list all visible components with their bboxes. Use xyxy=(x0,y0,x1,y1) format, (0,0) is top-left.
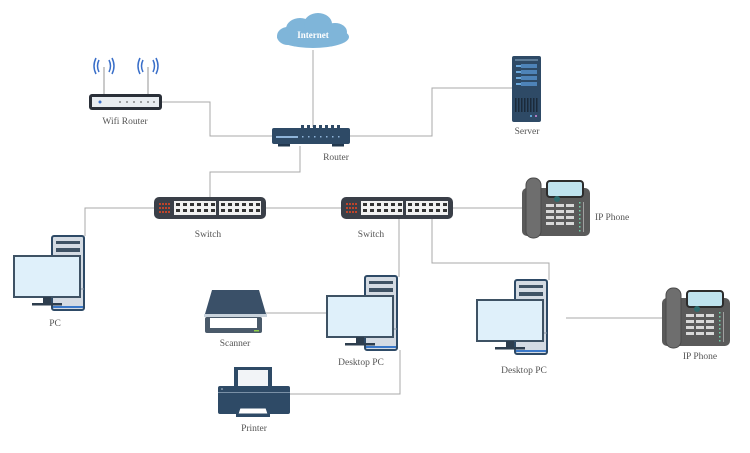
edge-switch2-desktop2 xyxy=(431,219,550,280)
printer-label: Printer xyxy=(241,424,268,434)
wifi-router-icon xyxy=(89,57,162,110)
switch-icon xyxy=(154,197,266,219)
switch-2-label: Switch xyxy=(358,230,385,240)
edge-server-router xyxy=(350,87,512,137)
edge-wifi-router xyxy=(162,101,272,137)
pc-node[interactable]: PC xyxy=(13,235,85,329)
switch-1-label: Switch xyxy=(195,230,222,240)
internet-label: Internet xyxy=(297,30,329,40)
router-label: Router xyxy=(323,153,350,163)
scanner-node[interactable]: Scanner xyxy=(204,290,267,349)
router-icon xyxy=(272,125,350,147)
wifi-router-label: Wifi Router xyxy=(102,116,148,127)
wifi-router-node[interactable]: Wifi Router xyxy=(89,57,162,127)
router-node[interactable]: Router xyxy=(272,125,350,163)
desktop-pc-icon xyxy=(326,275,398,351)
connections xyxy=(84,50,663,395)
cloud-icon xyxy=(277,13,349,48)
edge-router-switch1 xyxy=(209,146,301,197)
server-icon xyxy=(512,56,541,122)
desktop-pc-icon xyxy=(13,235,85,311)
edge-switch1-pc xyxy=(84,207,154,236)
switch-icon xyxy=(341,197,453,219)
switch-1-node[interactable]: Switch xyxy=(154,197,266,240)
scanner-icon xyxy=(204,290,267,333)
ip-phone-icon xyxy=(661,287,731,349)
desktop-pc-icon xyxy=(476,279,548,355)
edge-desktop1-printer xyxy=(290,350,401,395)
desktop-pc-2-label: Desktop PC xyxy=(501,366,547,376)
ip-phone-1-label: IP Phone xyxy=(595,213,629,223)
desktop-pc-2-node[interactable]: Desktop PC xyxy=(476,279,548,376)
ip-phone-2-node[interactable]: IP Phone xyxy=(661,287,731,362)
scanner-label: Scanner xyxy=(220,339,251,349)
desktop-pc-1-label: Desktop PC xyxy=(338,358,384,368)
server-label: Server xyxy=(515,127,541,137)
printer-icon xyxy=(218,367,290,417)
ip-phone-2-label: IP Phone xyxy=(683,352,717,362)
ip-phone-icon xyxy=(521,177,591,239)
ip-phone-1-node[interactable]: IP Phone xyxy=(521,177,629,239)
switch-2-node[interactable]: Switch xyxy=(341,197,453,240)
internet-node[interactable]: Internet xyxy=(277,13,349,48)
pc-label: PC xyxy=(49,319,61,329)
desktop-pc-1-node[interactable]: Desktop PC xyxy=(326,275,398,368)
printer-node[interactable]: Printer xyxy=(218,367,290,434)
server-node[interactable]: Server xyxy=(512,56,541,137)
